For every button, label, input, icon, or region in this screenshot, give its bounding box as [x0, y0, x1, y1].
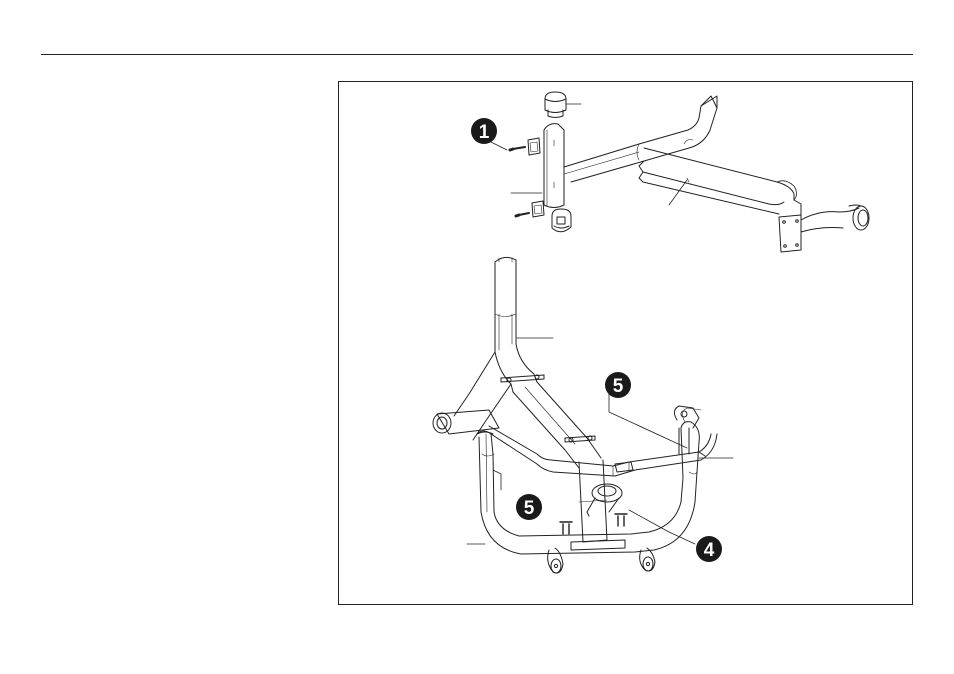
u-base-frame [477, 422, 699, 554]
assembly-diagram: 1 5 5 4 [339, 82, 912, 604]
callout-4-label: 4 [704, 540, 715, 561]
header-rule [41, 54, 913, 55]
lower-assembly [433, 257, 733, 573]
callout-1: 1 [471, 118, 497, 144]
callout-5a: 5 [605, 372, 631, 398]
left-tube-endcap [433, 410, 499, 434]
assembly-figure-frame: 1 5 5 4 [338, 81, 913, 605]
diagonal-brace [513, 382, 601, 468]
callout-5a-label: 5 [613, 376, 624, 397]
bracket-plate-bottom [516, 201, 544, 217]
right-upright [674, 406, 701, 454]
upright-tube [544, 124, 564, 208]
crossbar-upper [501, 375, 544, 382]
wheel-left [548, 548, 563, 573]
callout-1-label: 1 [479, 122, 490, 143]
callout-4: 4 [696, 536, 722, 562]
bracket-plate-top [510, 138, 540, 155]
upright-end-cap [545, 92, 566, 118]
base-bolts [560, 514, 627, 534]
rear-foot-cap [849, 205, 869, 230]
rear-mount-plate [779, 200, 859, 252]
crossbar-lower [565, 436, 595, 442]
lower-upright-post [495, 257, 537, 392]
left-diagonal-leg [454, 352, 511, 440]
main-frame-upper [564, 96, 797, 214]
upright-bottom-cap [552, 209, 571, 232]
leader-lines-upper [487, 104, 687, 205]
upper-assembly [487, 92, 869, 252]
callout-5b: 5 [516, 494, 542, 520]
callout-5b-label: 5 [524, 498, 535, 519]
